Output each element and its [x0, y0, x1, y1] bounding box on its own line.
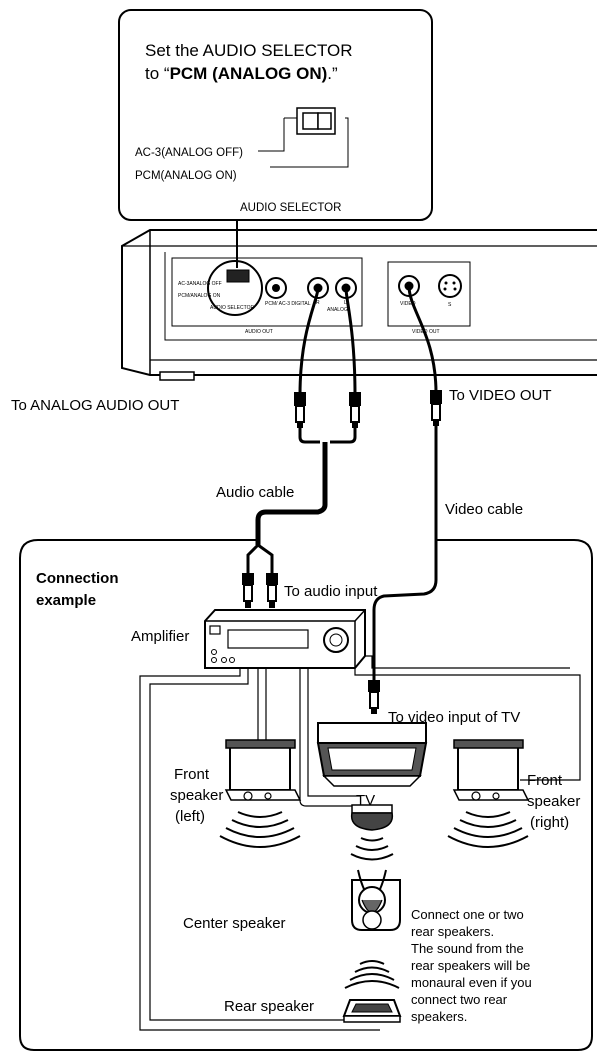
- note-line-7: speakers.: [411, 1009, 467, 1024]
- note-line-5: monaural even if you: [411, 975, 532, 990]
- label-analog-audio-out: To ANALOG AUDIO OUT: [11, 397, 179, 414]
- note-line-6: connect two rear: [411, 992, 508, 1007]
- tv-icon: [316, 722, 428, 787]
- panel-selector-label: AUDIO SELECTOR: [210, 305, 254, 311]
- audio-cable: [242, 287, 361, 608]
- listener-icon: [351, 869, 401, 931]
- label-video-input-tv: To video input of TV: [388, 709, 520, 726]
- option-pcm: PCM(ANALOG ON): [135, 170, 237, 182]
- note-line-1: Connect one or two: [411, 907, 524, 922]
- digital-jack: [265, 277, 287, 299]
- label-front-left-3: (left): [175, 808, 205, 825]
- label-amplifier: Amplifier: [131, 628, 189, 645]
- panel-video-label: VIDEO: [400, 301, 416, 307]
- rca-plug-tv-video: [368, 680, 380, 714]
- callout-instruction-line1: Set the AUDIO SELECTOR: [145, 41, 353, 60]
- rear-speaker-note: Connect one or two rear speakers. The so…: [411, 907, 532, 1024]
- panel-ac3-label: AC-3ANALOG OFF: [178, 281, 222, 287]
- rca-plug-amp-r: [266, 573, 278, 608]
- note-line-4: rear speakers will be: [411, 958, 530, 973]
- center-sound-waves-icon: [350, 837, 394, 861]
- panel-pcm-label: PCM/ANALOG ON: [178, 293, 221, 299]
- s-video-jack: [438, 274, 462, 298]
- front-left-sound-waves-icon: [219, 811, 301, 848]
- speaker-wires: [139, 655, 581, 1031]
- label-front-right-3: (right): [530, 814, 569, 831]
- callout-box: [118, 9, 433, 221]
- connection-example-box: Connection example: [19, 539, 593, 1051]
- label-front-left-1: Front: [174, 766, 210, 783]
- center-speaker-icon: [350, 804, 394, 831]
- rca-plug-player-l: [349, 392, 361, 428]
- front-left-speaker-icon: [224, 739, 302, 801]
- option-ac3: AC-3(ANALOG OFF): [135, 147, 243, 159]
- rear-speaker-icon: [342, 999, 402, 1023]
- note-line-2: rear speakers.: [411, 924, 494, 939]
- video-cable: [368, 285, 442, 714]
- note-line-3: The sound from the: [411, 941, 524, 956]
- panel-selector-switch: [226, 269, 250, 283]
- panel-digital-label: PCM/ AC-3 DIGITAL: [265, 301, 311, 307]
- label-connection-example-2: example: [36, 592, 96, 609]
- panel-analog-label: ANALOG: [327, 307, 348, 313]
- callout-instruction-line2: to “PCM (ANALOG ON).”: [145, 64, 338, 83]
- rca-plug-amp-l: [242, 573, 254, 608]
- rca-plug-player-r: [294, 392, 306, 428]
- label-front-right-2: speaker: [527, 793, 580, 810]
- panel-r-label: R: [316, 300, 320, 306]
- panel-s-label: S: [448, 302, 452, 308]
- label-front-right-1: Front: [527, 772, 563, 789]
- player-foot-left: [159, 371, 195, 381]
- front-right-speaker-icon: [452, 739, 530, 801]
- selector-highlight-circle: [207, 260, 263, 316]
- audio-out-group: [171, 257, 363, 327]
- rear-sound-waves-icon: [344, 960, 400, 989]
- player-rear-panel: AUDIO OUT AC-3ANALOG OFF PCM/ANALOG ON A…: [121, 229, 597, 381]
- selector-switch-icon: [270, 107, 349, 168]
- amplifier-icon: [204, 609, 366, 669]
- panel-l-label: L: [344, 300, 347, 306]
- label-audio-cable: Audio cable: [216, 484, 294, 501]
- video-out-group: [387, 261, 471, 327]
- selector-caption: AUDIO SELECTOR: [240, 202, 341, 214]
- label-video-cable: Video cable: [445, 501, 523, 518]
- label-center-speaker: Center speaker: [183, 915, 286, 932]
- label-front-left-2: speaker: [170, 787, 223, 804]
- front-right-sound-waves-icon: [447, 811, 529, 848]
- rca-plug-player-video: [430, 390, 442, 426]
- label-connection-example-1: Connection: [36, 570, 119, 587]
- selector-callout: Set the AUDIO SELECTOR to “PCM (ANALOG O…: [118, 9, 433, 268]
- label-video-out: To VIDEO OUT: [449, 387, 552, 404]
- label-rear-speaker: Rear speaker: [224, 998, 314, 1015]
- label-audio-input: To audio input: [284, 583, 378, 600]
- panel-audio-out-label: AUDIO OUT: [245, 329, 273, 335]
